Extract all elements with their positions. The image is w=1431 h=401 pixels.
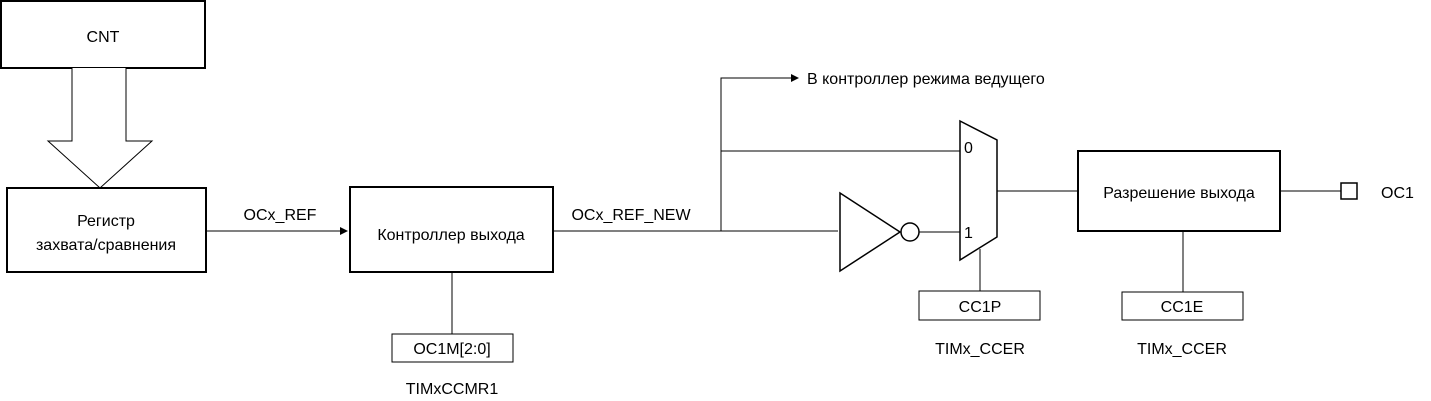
output-controller-block: Контроллер выхода	[349, 186, 554, 273]
ocx-ref-label: OCx_REF	[244, 207, 317, 224]
ocx-ref-new-label: OCx_REF_NEW	[571, 207, 691, 224]
oc1m-label: OC1M[2:0]	[413, 341, 490, 358]
output-controller-label: Контроллер выхода	[377, 227, 524, 244]
capture-compare-register-block: Регистр захвата/сравнения	[6, 187, 207, 273]
cc1e-label: CC1E	[1161, 299, 1204, 316]
multiplexer: 0 1	[959, 119, 998, 262]
capture-register-label-line2: захвата/сравнения	[36, 237, 176, 254]
oc1-label: OC1	[1381, 185, 1414, 202]
cnt-to-register-arrow	[46, 68, 154, 189]
capture-register-label-line1: Регистр	[77, 213, 135, 230]
master-mode-branch-line	[720, 74, 799, 231]
cc1e-register-box: CC1E	[1121, 291, 1244, 321]
inverter-bubble	[900, 222, 920, 242]
mux-input1-label: 1	[964, 225, 973, 242]
timx-ccer-cc1e-label: TIMx_CCER	[1137, 341, 1227, 358]
timxccmr1-label: TIMxCCMR1	[406, 381, 499, 398]
inverter	[839, 191, 920, 273]
oc1-pin	[1340, 182, 1358, 200]
timx-ccer-cc1p-label: TIMx_CCER	[935, 341, 1025, 358]
master-mode-label: В контроллер режима ведущего	[807, 71, 1045, 88]
output-enable-label: Разрешение выхода	[1103, 185, 1255, 202]
cc1p-register-box: CC1P	[918, 290, 1041, 321]
cnt-label: CNT	[87, 29, 120, 46]
mux-input0-label: 0	[964, 140, 973, 157]
output-enable-block: Разрешение выхода	[1077, 150, 1281, 232]
oc1m-register-box: OC1M[2:0]	[391, 333, 514, 363]
cnt-block: CNT	[0, 0, 206, 69]
cc1p-label: CC1P	[959, 299, 1002, 316]
